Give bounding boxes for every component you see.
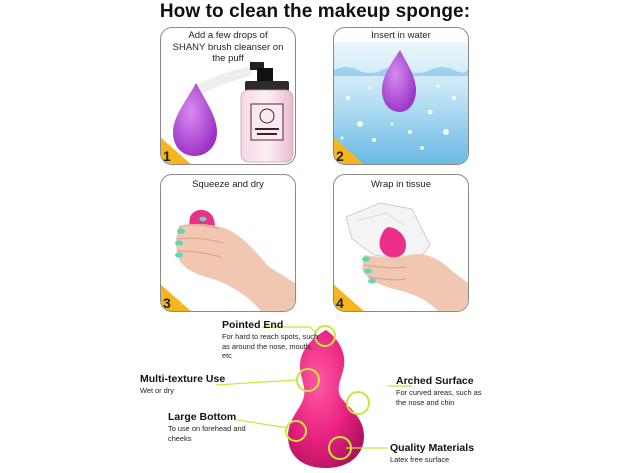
step-2-number: 2: [336, 148, 344, 164]
sponge-and-cleanser-bottle-illustration: [173, 62, 294, 163]
feature-heading: Multi-texture Use: [140, 373, 226, 385]
step-card-4: Wrap in tissue 4: [333, 174, 469, 312]
step-card-2: Insert in water 2: [333, 27, 469, 165]
feature-description: Wet or dry: [140, 386, 174, 395]
feature-heading: Arched Surface: [396, 375, 474, 387]
feature-pointed-end: Pointed End For hard to reach spots, suc…: [222, 319, 322, 361]
multi-texture-marker: [296, 368, 320, 392]
quality-materials-marker: [328, 436, 352, 460]
feature-heading: Large Bottom: [168, 411, 237, 423]
large-sponge-illustration: [288, 330, 364, 468]
feature-description: Latex free surface: [390, 455, 450, 464]
pointed-end-marker: [314, 325, 336, 347]
step-3-caption: Squeeze and dry: [192, 179, 264, 190]
feature-quality-materials: Quality Materials Latex free surface: [390, 442, 490, 465]
feature-heading: Pointed End: [222, 319, 284, 331]
connector-lines: [215, 326, 412, 449]
hand-squeezing-sponge-illustration: [175, 209, 295, 311]
step-2-caption: Insert in water: [371, 30, 431, 41]
feature-description: For curved areas, such as the nose and c…: [396, 388, 482, 407]
step-4-number: 4: [336, 295, 344, 311]
step-3-number: 3: [163, 295, 171, 311]
step-4-caption: Wrap in tissue: [370, 179, 431, 190]
step-card-3: Squeeze and dry 3: [160, 174, 296, 312]
feature-arched-surface: Arched Surface For curved areas, such as…: [396, 375, 488, 407]
feature-description: For hard to reach spots, such as around …: [222, 332, 319, 361]
step-1-caption: Add a few drops of SHANY brush cleanser …: [172, 30, 284, 64]
step-1-number: 1: [163, 148, 171, 164]
feature-description: To use on forehead and cheeks: [168, 424, 246, 443]
hand-wrapping-sponge-in-tissue-illustration: [345, 202, 468, 311]
feature-multi-texture: Multi-texture Use Wet or dry: [140, 373, 230, 396]
step-card-1: Add a few drops of SHANY brush cleanser …: [160, 27, 296, 165]
feature-heading: Quality Materials: [390, 442, 475, 454]
large-bottom-marker: [285, 420, 307, 442]
sponge-in-water-illustration: [334, 42, 468, 164]
page-title: How to clean the makeup sponge:: [159, 1, 471, 22]
arched-surface-marker: [346, 391, 370, 415]
feature-large-bottom: Large Bottom To use on forehead and chee…: [168, 411, 248, 443]
